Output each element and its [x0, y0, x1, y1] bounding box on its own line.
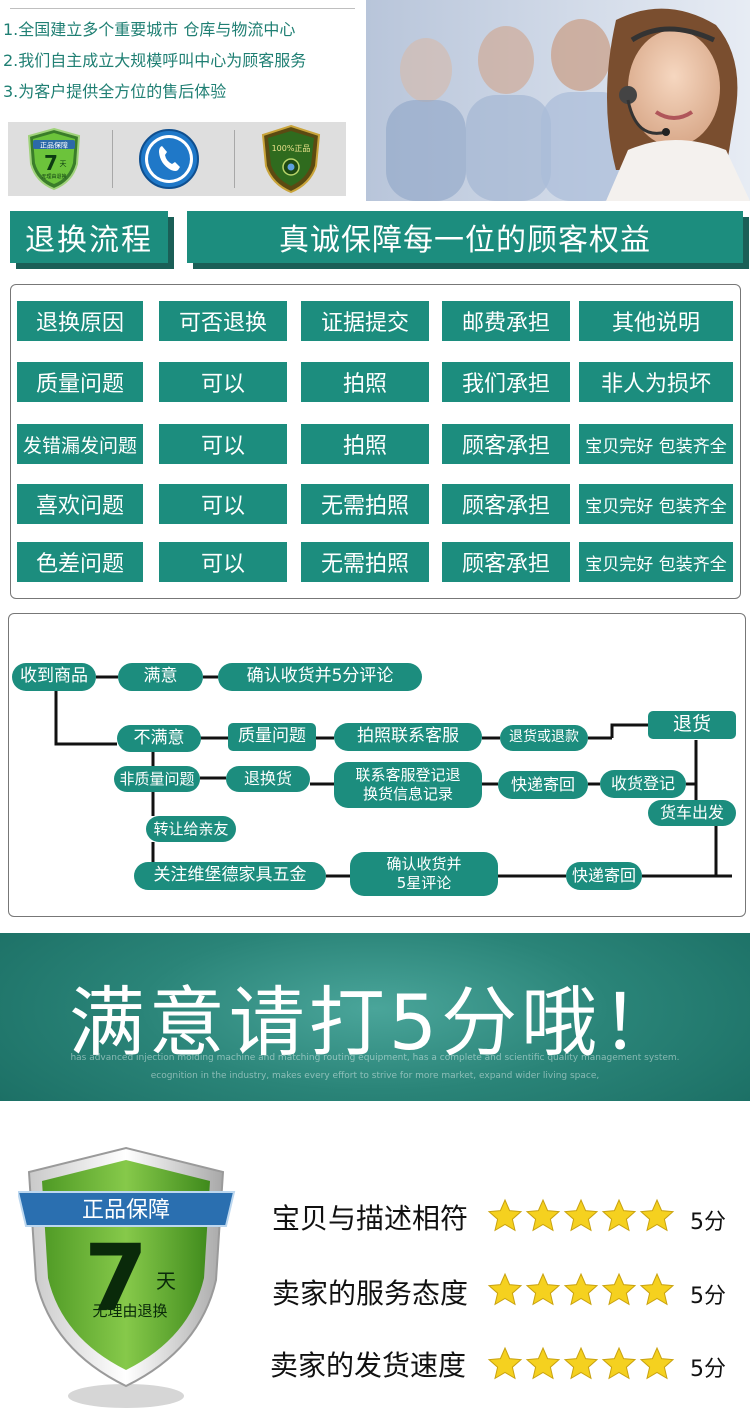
- badge-unit: 天: [60, 160, 67, 168]
- star-icon: [601, 1346, 637, 1380]
- top-divider: [10, 8, 355, 9]
- flow-step-confirm-5star: 确认收货并 5星评论: [350, 852, 498, 896]
- flow-step-express-return: 快递寄回: [498, 771, 588, 799]
- star-icon: [563, 1272, 599, 1306]
- star-icon: [487, 1198, 523, 1232]
- table-cell: 宝贝完好 包装齐全: [579, 424, 733, 464]
- flow-step-photo-contact: 拍照联系客服: [334, 723, 482, 751]
- flow-step-contact-register: 联系客服登记退 换货信息记录: [334, 762, 482, 808]
- badge-divider: [112, 130, 113, 188]
- table-header: 可否退换: [159, 301, 287, 341]
- table-cell: 顾客承担: [442, 484, 570, 524]
- badge-divider: [234, 130, 235, 188]
- table-cell: 宝贝完好 包装齐全: [579, 484, 733, 524]
- flow-step-receive-register: 收货登记: [600, 770, 686, 798]
- table-cell: 我们承担: [442, 362, 570, 402]
- flow-step-confirm-5star-line: 5星评论: [396, 874, 452, 892]
- service-point: 3.为客户提供全方位的售后体验: [3, 82, 227, 101]
- rating-label: 宝贝与描述相符: [272, 1202, 469, 1235]
- flow-step-return: 退货: [648, 711, 736, 739]
- rating-score: 5分: [690, 1284, 726, 1309]
- star-icon: [525, 1346, 561, 1380]
- table-cell: 可以: [159, 542, 287, 582]
- table-cell: 顾客承担: [442, 542, 570, 582]
- table-header: 证据提交: [301, 301, 429, 341]
- star-icon: [639, 1346, 675, 1380]
- hero-image: [366, 0, 750, 201]
- flow-step-follow-brand: 关注维堡德家具五金: [134, 862, 326, 890]
- flow-step-return-exchange: 退换货: [226, 766, 310, 792]
- banner-subtitle: ecognition in the industry, makes every …: [150, 1071, 600, 1081]
- table-header: 邮费承担: [442, 301, 570, 341]
- table-cell: 可以: [159, 424, 287, 464]
- banner-title: 满意请打5分哦！: [68, 978, 682, 1067]
- shield-number: 7: [84, 1225, 148, 1332]
- table-cell: 宝贝完好 包装齐全: [579, 542, 733, 582]
- shield-unit: 天: [156, 1269, 176, 1293]
- table-header: 退换原因: [17, 301, 143, 341]
- table-cell: 无需拍照: [301, 484, 429, 524]
- star-icon: [525, 1272, 561, 1306]
- flow-connectors: [54, 675, 732, 878]
- guarantee-shield-icon: 正品保障 7 天 无理由退换: [18, 1146, 236, 1408]
- rating-label: 卖家的发货速度: [270, 1349, 467, 1382]
- flow-step-receive: 收到商品: [12, 663, 96, 691]
- flow-step-satisfied: 满意: [118, 663, 203, 691]
- table-header: 其他说明: [579, 301, 733, 341]
- star-icon: [601, 1272, 637, 1306]
- badge-strip: 正品保障 7 天 无理由退换 100%正品: [8, 122, 346, 196]
- phone-icon: [139, 129, 199, 189]
- flow-step-gift-friend: 转让给亲友: [146, 816, 236, 842]
- authentic-text: 100%正品: [272, 144, 311, 153]
- star-icon: [563, 1198, 599, 1232]
- flow-step-unsatisfied: 不满意: [117, 725, 201, 752]
- table-cell: 质量问题: [17, 362, 143, 402]
- rating-label: 卖家的服务态度: [272, 1277, 469, 1310]
- star-icon: [639, 1272, 675, 1306]
- star-icon: [525, 1198, 561, 1232]
- table-cell: 无需拍照: [301, 542, 429, 582]
- flow-step-confirm-rate: 确认收货并5分评论: [218, 663, 422, 691]
- flow-step-non-quality: 非质量问题: [114, 766, 200, 792]
- banner-subtitle: has advanced injection molding machine a…: [70, 1053, 680, 1063]
- flow-step-express-return-2: 快递寄回: [566, 862, 642, 890]
- rating-score: 5分: [690, 1357, 726, 1382]
- star-icon: [487, 1346, 523, 1380]
- flow-step-quality-issue: 质量问题: [228, 723, 316, 751]
- badge-bottom-text: 无理由退换: [41, 173, 66, 180]
- shield-7day-icon: 正品保障 7 天 无理由退换: [27, 127, 81, 191]
- table-cell: 喜欢问题: [17, 484, 143, 524]
- flow-step-refund: 退货或退款: [500, 725, 588, 751]
- flow-step-contact-register-line: 换货信息记录: [362, 785, 453, 803]
- star-icon: [601, 1198, 637, 1232]
- guarantee-title: 真诚保障每一位的顾客权益: [187, 211, 743, 263]
- table-cell: 拍照: [301, 424, 429, 464]
- authentic-shield-icon: 100%正品: [261, 124, 321, 194]
- shield-bottom-text: 无理由退换: [92, 1302, 167, 1320]
- table-cell: 顾客承担: [442, 424, 570, 464]
- rating-score: 5分: [690, 1210, 726, 1235]
- star-icon: [563, 1346, 599, 1380]
- table-cell: 拍照: [301, 362, 429, 402]
- return-process-title: 退换流程: [10, 211, 168, 263]
- table-cell: 可以: [159, 362, 287, 402]
- rating-banner: 满意请打5分哦！ has advanced injection molding …: [0, 933, 750, 1101]
- table-cell: 发错漏发问题: [17, 424, 143, 464]
- table-cell: 非人为损坏: [579, 362, 733, 402]
- table-cell: 色差问题: [17, 542, 143, 582]
- badge-top-text: 正品保障: [40, 141, 68, 150]
- star-icon: [487, 1272, 523, 1306]
- flow-step-truck-dispatch: 货车出发: [648, 800, 736, 826]
- flow-step-contact-register-line: 联系客服登记退: [355, 766, 461, 785]
- star-icon: [639, 1198, 675, 1232]
- service-point: 2.我们自主成立大规模呼叫中心为顾客服务: [3, 51, 307, 70]
- table-cell: 可以: [159, 484, 287, 524]
- flow-step-confirm-5star-line: 确认收货并: [386, 855, 462, 874]
- service-point: 1.全国建立多个重要城市 仓库与物流中心: [3, 20, 296, 39]
- badge-number: 7: [44, 151, 58, 175]
- shield-top-text: 正品保障: [82, 1198, 170, 1223]
